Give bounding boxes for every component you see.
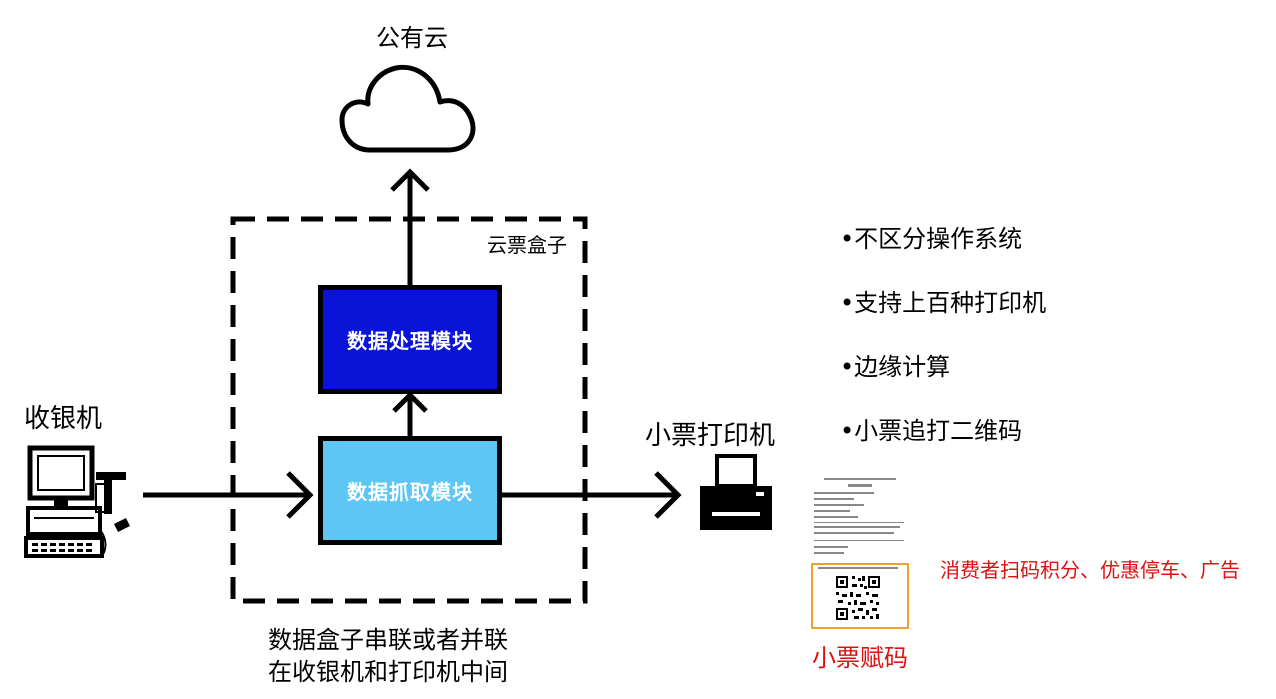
arrow-capture-to-printer-head	[654, 471, 682, 519]
cloud-label: 公有云	[376, 24, 448, 52]
feature-list: •不区分操作系统 •支持上百种打印机 •边缘计算 •小票追打二维码	[840, 222, 1046, 478]
printer-label: 小票打印机	[645, 421, 776, 451]
arrow-capture-to-process-head	[392, 391, 428, 413]
printer-icon	[700, 454, 772, 530]
data-capture-module-label: 数据抓取模块	[347, 480, 473, 504]
box-label: 云票盒子	[487, 233, 567, 257]
diagram-caption: 数据盒子串联或者并联 在收银机和打印机中间	[268, 624, 508, 688]
promo-text: 消费者扫码积分、优惠停车、广告	[940, 558, 1240, 582]
data-processing-module: 数据处理模块	[318, 285, 502, 394]
caption-line-1: 数据盒子串联或者并联	[268, 626, 508, 654]
pos-terminal-icon	[24, 445, 130, 558]
arrow-pos-to-capture-head	[286, 471, 314, 519]
feature-item: •边缘计算	[840, 353, 951, 381]
ticket-code-label: 小票赋码	[812, 644, 908, 672]
data-capture-module: 数据抓取模块	[318, 436, 502, 545]
caption-line-2: 在收银机和打印机中间	[268, 658, 508, 686]
feature-item: •小票追打二维码	[840, 417, 1023, 445]
data-processing-module-label: 数据处理模块	[347, 329, 473, 353]
receipt-qr-image	[810, 474, 910, 634]
cloud-icon	[339, 64, 476, 153]
feature-item: •不区分操作系统	[840, 225, 1023, 253]
arrow-to-cloud-head	[390, 168, 430, 192]
pos-label: 收银机	[24, 404, 103, 434]
feature-item: •支持上百种打印机	[840, 289, 1047, 317]
qr-code-icon	[834, 574, 882, 622]
